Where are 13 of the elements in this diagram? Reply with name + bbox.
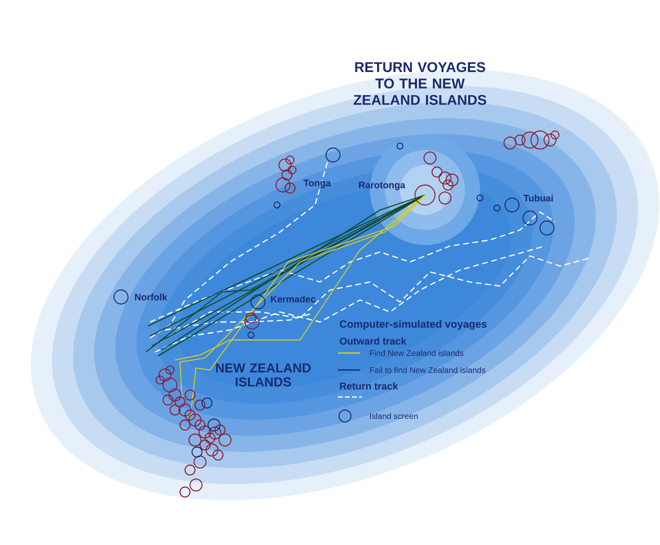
legend-label: Find New Zealand islands [370,350,464,356]
place-label: Norfolk [135,294,168,300]
legend-label: Fail to find New Zealand islands [370,367,486,373]
region-label: NEW ZEALAND ISLANDS [216,363,311,387]
place-label: Tonga [304,180,331,188]
legend-heading: Outward track [340,337,406,345]
place-label: Kermadec [271,296,316,302]
place-label: Rarotonga [359,182,406,190]
legend-label: Return track [340,382,398,390]
legend-label: Island screen [370,413,418,419]
place-label: Tubuai [524,194,553,202]
title: RETURN VOYAGES TO THE NEW ZEALAND ISLANDS [354,62,486,105]
legend-heading: Computer-simulated voyages [340,320,487,330]
